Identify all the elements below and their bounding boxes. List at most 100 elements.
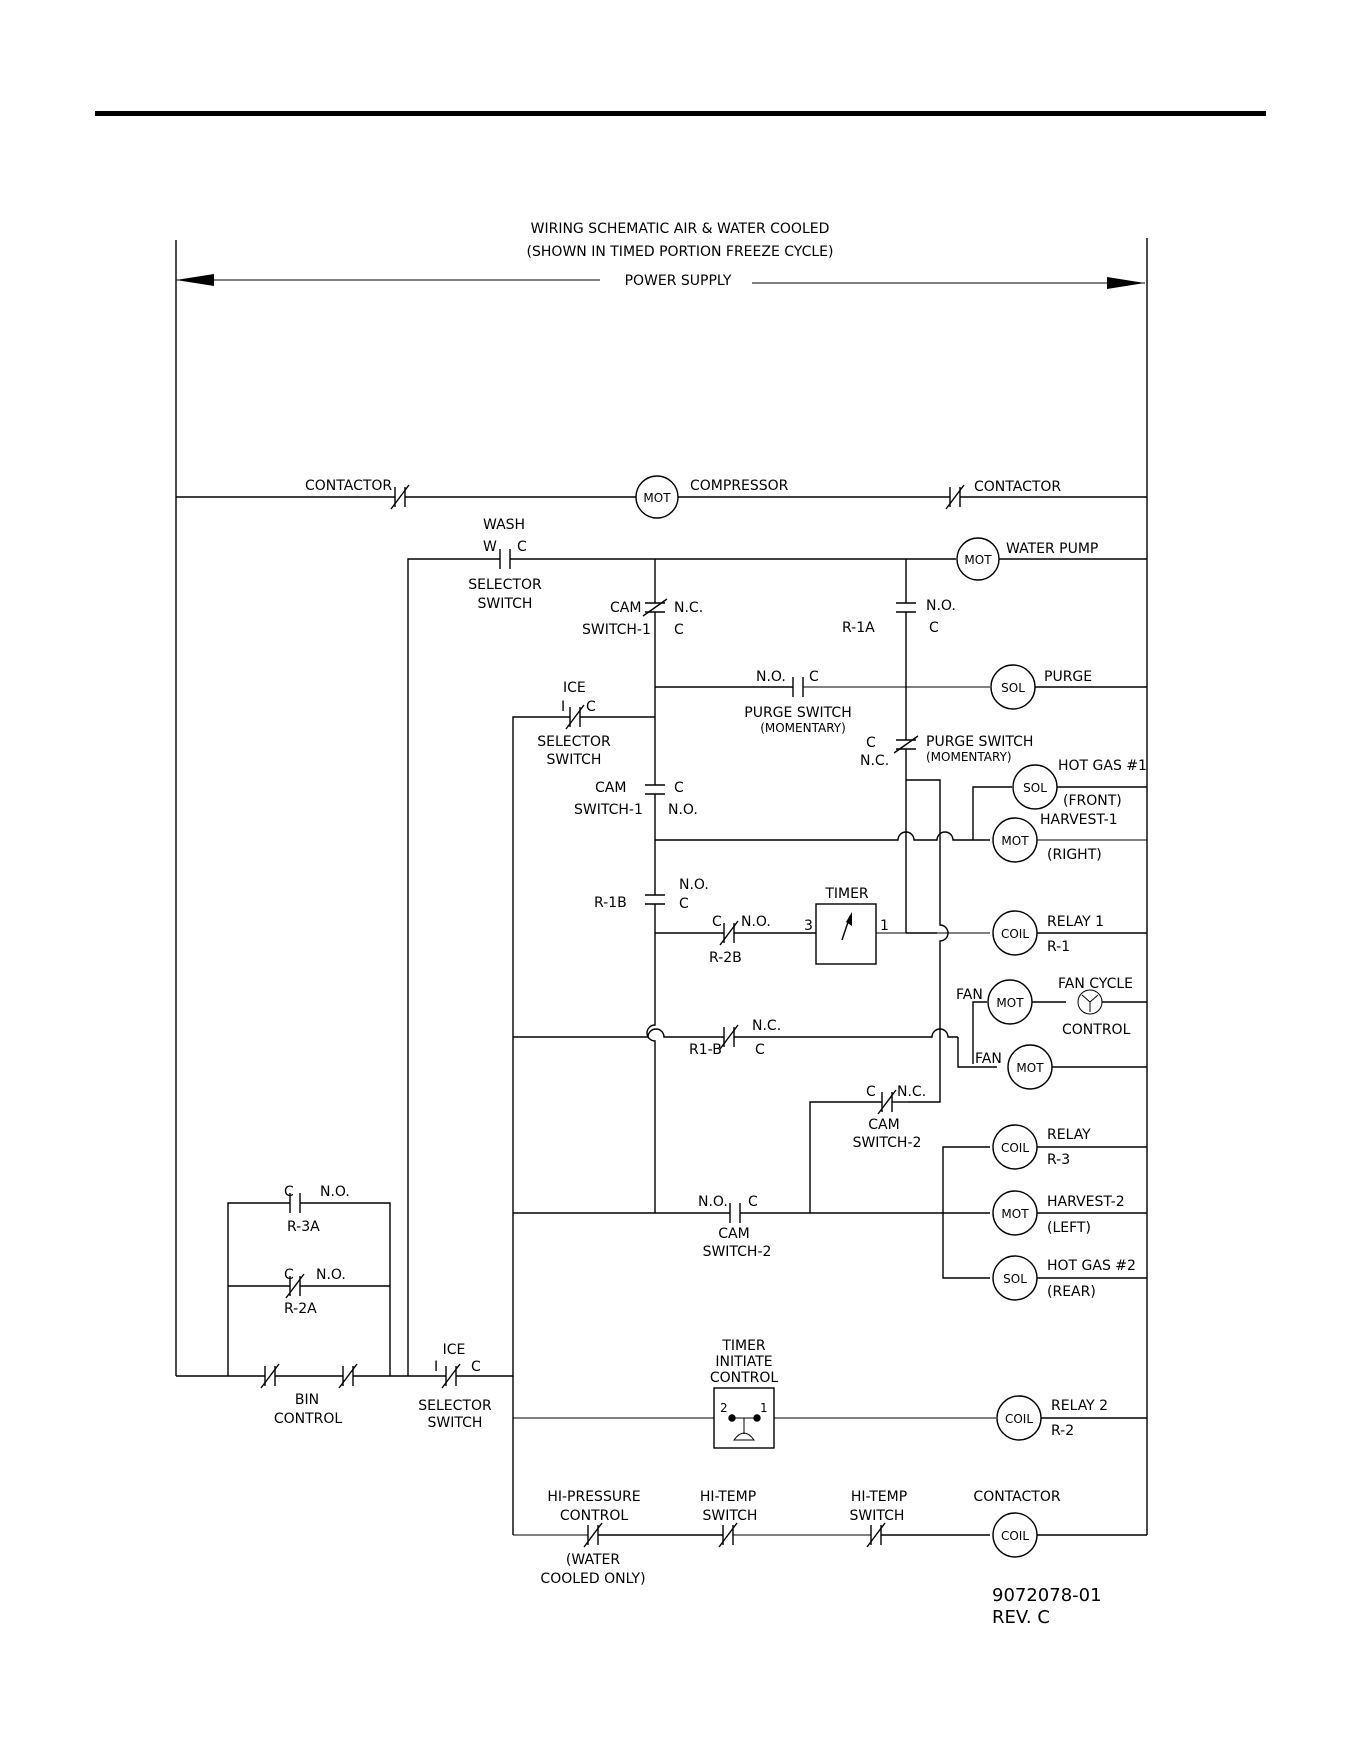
- compressor-rung: MOT: [176, 475, 1147, 519]
- hi-temp-2-label: HI-TEMP: [851, 1489, 907, 1505]
- timer-initiate-label-1: TIMER: [721, 1338, 766, 1354]
- r1b2-nc-label: N.C.: [752, 1018, 781, 1034]
- ice-lower-label: ICE: [443, 1342, 466, 1358]
- water-pump-label: WATER PUMP: [1006, 541, 1098, 557]
- cam2-lower-cam-label: CAM: [718, 1226, 749, 1242]
- purge-switch-label: PURGE SWITCH: [744, 705, 851, 721]
- r2a-c-label: C: [284, 1267, 294, 1283]
- timer-label: TIMER: [824, 886, 869, 902]
- harvest2-left-label: (LEFT): [1047, 1220, 1091, 1236]
- bus-a: [642, 559, 668, 1213]
- r3a-no-label: N.O.: [320, 1184, 350, 1200]
- fan-label-1: FAN: [956, 987, 983, 1003]
- fan-rung: MOT MOT: [513, 979, 1147, 1090]
- relay3-label: RELAY: [1047, 1127, 1091, 1143]
- r2a-label: R-2A: [284, 1301, 317, 1317]
- cam1-top-switch-label: SWITCH-1: [582, 622, 651, 638]
- svg-text:COIL: COIL: [1001, 1141, 1029, 1155]
- hi-pressure-control-label: CONTROL: [560, 1508, 629, 1524]
- harvest1-right-label: (RIGHT): [1047, 847, 1102, 863]
- purge2-switch-label: PURGE SWITCH: [926, 734, 1033, 750]
- cam2-lower-no-label: N.O.: [698, 1194, 728, 1210]
- ice-upper-label: ICE: [563, 680, 586, 696]
- hi-temp-1-label: HI-TEMP: [700, 1489, 756, 1505]
- purge-switch-no-label: N.O.: [756, 669, 786, 685]
- harvest1-rung: MOT: [655, 817, 1147, 863]
- cam1-lower-no-label: N.O.: [668, 802, 698, 818]
- svg-text:COIL: COIL: [1005, 1412, 1033, 1426]
- r1b-label: R-1B: [594, 895, 627, 911]
- hi-pressure-label: HI-PRESSURE: [547, 1489, 640, 1505]
- arrowhead-right: [1107, 277, 1145, 289]
- schematic-title: WIRING SCHEMATIC AIR & WATER COOLED: [531, 221, 830, 237]
- svg-text:SOL: SOL: [1001, 681, 1025, 695]
- bus-b: [893, 559, 949, 1103]
- cam2-upper-switch-label: SWITCH-2: [853, 1135, 922, 1151]
- fan-control-label: CONTROL: [1062, 1022, 1131, 1038]
- cam1-top-cam-label: CAM: [610, 600, 641, 616]
- r1a-c-label: C: [929, 620, 939, 636]
- wash-w-label: W: [483, 539, 497, 555]
- timer-initiate-terminal-1: 1: [760, 1401, 768, 1415]
- cam2-lower-c-label: C: [748, 1194, 758, 1210]
- svg-text:MOT: MOT: [996, 996, 1024, 1010]
- cam2-upper: [809, 1089, 908, 1213]
- ice-upper-selector-label: SELECTOR: [537, 734, 611, 750]
- compressor-label: COMPRESSOR: [690, 478, 789, 494]
- hot-gas2-label: HOT GAS #2: [1047, 1258, 1136, 1274]
- water-cooled-label-1: (WATER: [566, 1552, 620, 1568]
- svg-text:COIL: COIL: [1001, 1529, 1029, 1543]
- relay2-rung: COIL: [512, 1376, 1147, 1535]
- contactor-coil-label: CONTACTOR: [973, 1489, 1060, 1505]
- purge2-c-label: C: [866, 735, 876, 751]
- water-pump-rung: MOT: [407, 537, 1147, 1376]
- svg-text:MOT: MOT: [1001, 834, 1029, 848]
- svg-text:MOT: MOT: [964, 553, 992, 567]
- cam1-top-c-label: C: [674, 622, 684, 638]
- hot-gas1-rung: SOL: [972, 764, 1147, 840]
- cam2-lower-switch-label: SWITCH-2: [703, 1244, 772, 1260]
- water-cooled-label-2: COOLED ONLY): [540, 1571, 645, 1587]
- relay2-r2-label: R-2: [1051, 1423, 1074, 1439]
- purge-switch-momentary-label: (MOMENTARY): [760, 721, 846, 735]
- relay2-label: RELAY 2: [1051, 1398, 1108, 1414]
- svg-text:MOT: MOT: [643, 491, 671, 505]
- svg-text:SOL: SOL: [1003, 1272, 1027, 1286]
- cam1-lower-cam-label: CAM: [595, 780, 626, 796]
- hot-gas1-front-label: (FRONT): [1063, 793, 1122, 809]
- hot-gas1-label: HOT GAS #1: [1058, 758, 1147, 774]
- ice-lower-selector-label: SELECTOR: [418, 1398, 492, 1414]
- power-supply-label: POWER SUPPLY: [625, 273, 732, 289]
- r2b-no-label: N.O.: [741, 914, 771, 930]
- relay3-r3-label: R-3: [1047, 1152, 1070, 1168]
- svg-text:MOT: MOT: [1001, 1207, 1029, 1221]
- schematic-subtitle: (SHOWN IN TIMED PORTION FREEZE CYCLE): [527, 244, 834, 260]
- timer-initiate-terminal-2: 2: [720, 1401, 728, 1415]
- r1b-c-label: C: [679, 896, 689, 912]
- r1b2-c-label: C: [755, 1042, 765, 1058]
- hi-temp-1-switch-label: SWITCH: [703, 1508, 758, 1524]
- contactor-contact-left-label: CONTACTOR: [305, 478, 392, 494]
- r1b2-label: R1-B: [689, 1042, 722, 1058]
- r1b-no-label: N.O.: [679, 877, 709, 893]
- ice-lower-c-label: C: [471, 1359, 481, 1375]
- r2a-no-label: N.O.: [316, 1267, 346, 1283]
- cam1-lower-c-label: C: [674, 780, 684, 796]
- r1a-label: R-1A: [842, 620, 875, 636]
- purge2-momentary-label: (MOMENTARY): [926, 750, 1012, 764]
- cam2-upper-c-label: C: [866, 1084, 876, 1100]
- r1a-no-label: N.O.: [926, 598, 956, 614]
- drawing-number: 9072078-01: [992, 1585, 1102, 1606]
- harvest1-label: HARVEST-1: [1040, 812, 1118, 828]
- r3a-c-label: C: [284, 1184, 294, 1200]
- hi-temp-2-switch-label: SWITCH: [850, 1508, 905, 1524]
- ice-lower-switch-label: SWITCH: [428, 1415, 483, 1431]
- wash-switch-label: SWITCH: [478, 596, 533, 612]
- wash-label: WASH: [483, 517, 525, 533]
- purge2-nc-label: N.C.: [860, 753, 889, 769]
- svg-text:COIL: COIL: [1001, 927, 1029, 941]
- contactor-coil-rung: COIL: [513, 1512, 1147, 1558]
- fan-cycle-label: FAN CYCLE: [1058, 976, 1133, 992]
- ice-upper-i-label: I: [561, 699, 565, 715]
